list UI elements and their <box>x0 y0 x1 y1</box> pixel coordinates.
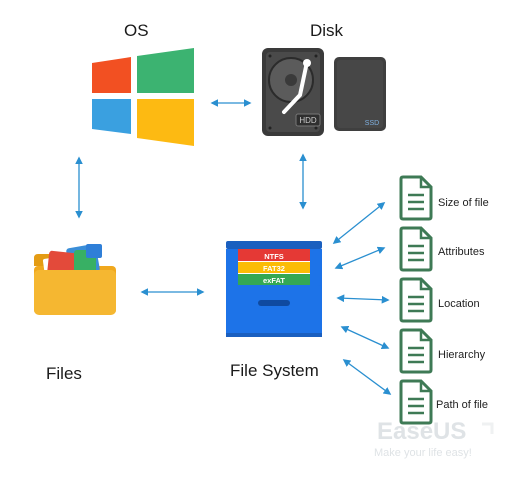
doc-icon-size <box>399 175 433 221</box>
arrows <box>75 99 392 395</box>
property-size-of-file: Size of file <box>438 197 489 209</box>
file-cabinet-icon <box>226 241 322 337</box>
ssd-icon: SSD <box>334 57 386 131</box>
property-attributes: Attributes <box>438 246 485 258</box>
easeus-logo-icon <box>482 422 494 434</box>
hdd-icon: HDD <box>262 48 324 136</box>
arrow-fs-attributes <box>334 246 386 270</box>
doc-icon-path <box>399 379 433 425</box>
watermark-brand: EaseUS <box>377 418 467 445</box>
property-hierarchy: Hierarchy <box>438 349 486 361</box>
doc-icon-attributes <box>399 226 433 272</box>
property-path-of-file: Path of file <box>436 399 488 411</box>
os-label: OS <box>124 21 149 40</box>
doc-icon-hierarchy <box>399 328 433 374</box>
fs-ntfs-label: NTFS <box>264 252 284 261</box>
disk-label: Disk <box>310 21 344 40</box>
fs-fat32-label: FAT32 <box>263 264 285 273</box>
watermark-tagline: Make your life easy! <box>374 447 472 459</box>
arrow-fs-hierarchy <box>340 326 390 349</box>
arrow-fs-location <box>336 294 390 304</box>
folder-icon <box>34 244 116 315</box>
hdd-label: HDD <box>299 116 317 125</box>
ssd-label: SSD <box>365 120 379 127</box>
property-location: Location <box>438 298 480 310</box>
arrow-fs-size <box>332 202 386 244</box>
windows-logo-icon <box>92 48 194 146</box>
doc-icon-location <box>399 277 433 323</box>
files-label: Files <box>46 364 82 383</box>
fs-exfat-label: exFAT <box>263 276 285 285</box>
file-system-label: File System <box>230 361 319 380</box>
arrow-fs-path <box>342 359 392 395</box>
